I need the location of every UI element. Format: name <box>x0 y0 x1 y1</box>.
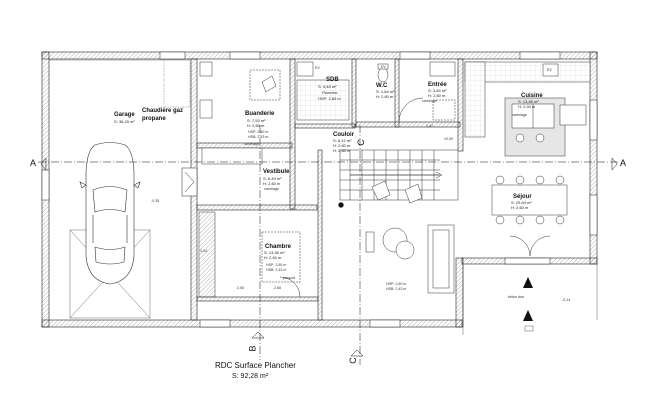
section-a-right: A <box>620 158 627 168</box>
wc-ev: EV <box>381 65 386 69</box>
living-furniture <box>365 175 568 294</box>
couloir-level: ±0,00 <box>444 137 453 141</box>
vestibule-area: S: 6,49 m² <box>263 176 282 181</box>
vestibule-carrelage: carrelage <box>264 187 279 191</box>
chambre-parquet: parquet <box>283 276 296 280</box>
car-icon <box>79 142 141 285</box>
dim-205: 2,05 <box>237 286 244 290</box>
vestibule-height: H: 2,60 m <box>263 181 281 186</box>
section-lines <box>38 125 620 365</box>
cuisine-area: S: 13,66 m² <box>518 99 539 104</box>
cuisine-height: H: 2,40 m <box>518 104 536 109</box>
section-a-left: A <box>30 158 37 168</box>
chaudiere-label-1: Chaudière gaz <box>142 108 184 114</box>
wc-label: W.C <box>376 83 388 89</box>
sdb-floor: Plancher <box>322 90 338 95</box>
buanderie-area: S: 7,53 m² <box>247 118 266 123</box>
dim-124: 1,24 <box>200 249 207 253</box>
sdb-hsp: HSP: 2,60 m <box>318 96 341 101</box>
entree-area: S: 3,84 m² <box>428 88 447 93</box>
buanderie-hsp: HSP: 2,60 m <box>248 130 269 134</box>
sejour-height: H: 2,60 m <box>511 205 529 210</box>
bedroom-fixtures <box>198 211 301 298</box>
section-c-bottom: C <box>347 357 358 364</box>
chambre-area: S: 13,46 m² <box>264 250 285 255</box>
buanderie-height: H: 2,60 m <box>247 123 265 128</box>
dim-147: 1,47 <box>426 124 433 128</box>
chambre-hsp: HSP: 2,60 m <box>266 263 287 267</box>
couloir-height: H: 2,60 m <box>333 143 351 148</box>
sejour-area: S: 29,64 m² <box>511 200 532 205</box>
sejour-hsb: HSB: 2,43 m <box>386 287 407 291</box>
chambre-height: H: 2,60 m <box>264 255 282 260</box>
sdb-label: SDB <box>326 77 339 83</box>
plan-caption-surface: S: 92,28 m² <box>232 373 269 380</box>
vestibule-label: Vestibule <box>263 169 290 175</box>
couloir-height-2: H: 2,60 m <box>333 148 351 153</box>
terrace-beton-brut: béton brut <box>508 295 525 299</box>
couloir-label: Couloir <box>333 132 354 138</box>
wc-height: H: 2,60 m <box>376 94 394 99</box>
buanderie-hsb: HSB: 2,43 m <box>248 135 269 139</box>
kitchen-fixtures <box>464 61 591 157</box>
sejour-hsp: HSP: 2,60 m <box>386 282 407 286</box>
cuisine-ev: EV <box>547 68 552 72</box>
sdb-fixtures <box>296 61 389 121</box>
dim-265: 2,65 <box>274 286 281 290</box>
sdb-ev: EV <box>315 66 320 70</box>
sejour-label: Séjour <box>513 194 532 200</box>
buanderie-carrelage: carrelage <box>244 142 259 146</box>
terrace-level: -0,14 <box>562 298 571 302</box>
cuisine-carrelage: carrelage <box>512 113 527 117</box>
couloir-area: S: 6,12 m² <box>333 138 352 143</box>
chambre-hsb: HSB: 2,43 m <box>266 268 287 272</box>
garage-area-text: S: 36,43 m² <box>114 119 135 124</box>
entree-height: H: 2,60 m <box>428 93 446 98</box>
chambre-label: Chambre <box>265 244 292 250</box>
buanderie-fixtures <box>199 61 281 165</box>
wc-area: S: 1,64 m² <box>376 89 395 94</box>
entree-label: Entrée <box>428 82 447 88</box>
cuisine-label: Cuisine <box>521 93 543 99</box>
garage-level: -0,35 <box>151 199 160 203</box>
entree-carrelage: carrelage <box>422 99 437 103</box>
staircase <box>338 149 459 208</box>
section-b-bottom: B <box>247 345 258 352</box>
chaudiere-label-2: propane <box>142 116 166 122</box>
openings <box>41 51 598 328</box>
buanderie-label: Buanderie <box>245 111 275 117</box>
plan-caption-title: RDC Surface Plancher <box>215 361 296 370</box>
terrace <box>462 264 598 335</box>
garage-label: Garage <box>114 112 135 118</box>
section-c-top: C <box>355 139 366 146</box>
sdb-area: S: 4,48 m² <box>318 84 337 89</box>
entree-fixtures <box>398 61 456 123</box>
